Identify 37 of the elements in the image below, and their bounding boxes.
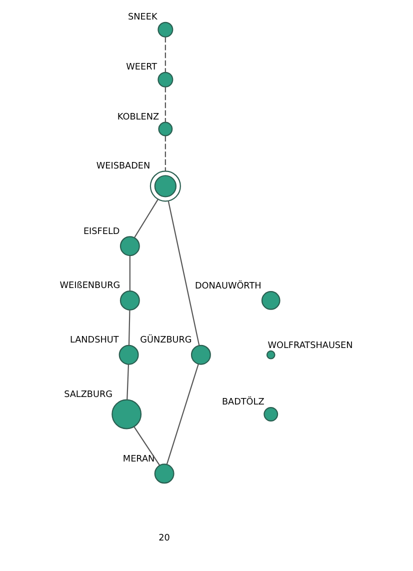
node-label: WOLFRATSHAUSEN: [268, 341, 353, 352]
node-circle: [261, 291, 280, 310]
node-circle: [158, 72, 174, 88]
node-label: SNEEK: [128, 12, 158, 23]
connector: [129, 256, 130, 291]
connector: [168, 200, 200, 346]
connector: [164, 136, 166, 172]
connector: [164, 86, 166, 122]
node-circle: [120, 236, 140, 256]
node-circle: [190, 344, 211, 365]
node-label: DONAUWÖRTH: [194, 282, 262, 292]
node-label: SALZBURG: [64, 390, 113, 400]
connector: [134, 198, 159, 238]
connector: [128, 310, 130, 346]
node-label: MERAN: [122, 454, 155, 464]
node-circle: [158, 122, 173, 136]
node-circle: [150, 170, 181, 202]
node-circle: [266, 350, 276, 360]
node-circle: [112, 399, 142, 430]
node-label: EISFELD: [83, 226, 120, 237]
node-label: LANDSHUT: [70, 336, 119, 346]
node-label: WEISBADEN: [96, 161, 150, 172]
node-label: KOBLENZ: [117, 112, 160, 122]
node-circle: [158, 22, 174, 38]
connector: [166, 364, 199, 465]
node-circle: [264, 407, 278, 422]
label: 20: [158, 534, 170, 544]
node-circle: [120, 290, 140, 310]
node-circle: [154, 464, 174, 484]
node-label: WEIßENBURG: [60, 281, 120, 292]
node-circle: [118, 344, 139, 365]
node-label: GÜNZBURG: [140, 336, 192, 346]
connector: [134, 426, 160, 466]
node-label: WEERT: [126, 62, 158, 73]
connector: [164, 37, 166, 72]
node-label: BADTÖLZ: [222, 398, 264, 408]
connector: [126, 364, 130, 400]
